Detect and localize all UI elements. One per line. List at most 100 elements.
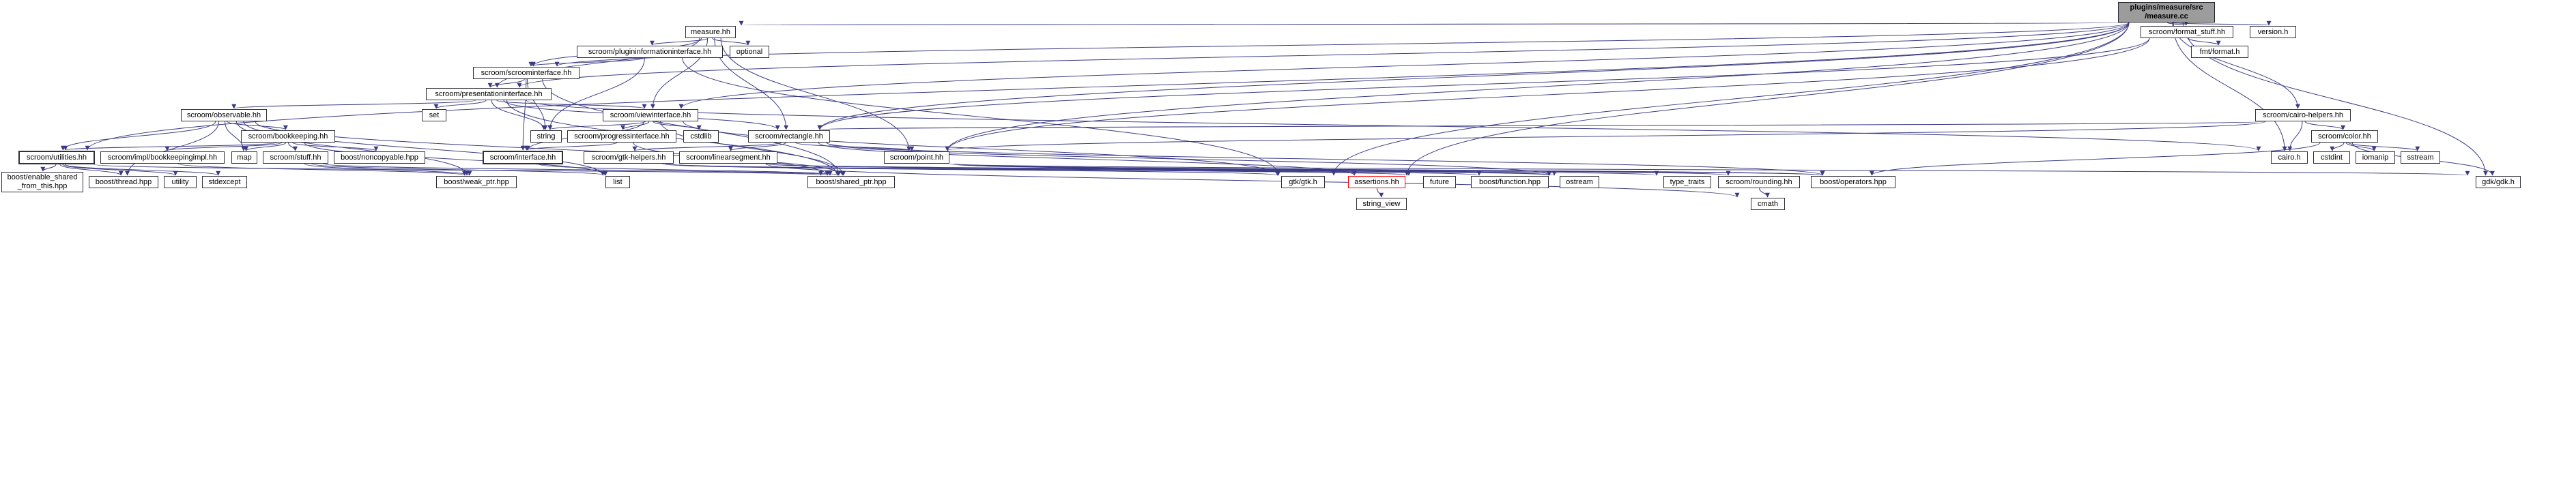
graph-node-bookkeeping[interactable]: scroom/bookkeeping.hh [241,130,335,143]
graph-node-noncopyable[interactable]: boost/noncopyable.hpp [334,151,425,164]
graph-node-set_node[interactable]: set [422,109,446,121]
include-edge-measure_cc-to-assertions [1404,22,2130,176]
graph-node-cairo_h[interactable]: cairo.h [2271,151,2308,164]
graph-node-rounding[interactable]: scroom/rounding.hh [1718,176,1800,188]
graph-node-cstdint_node[interactable]: cstdint [2313,151,2350,164]
graph-node-label: boost/weak_ptr.hpp [444,177,509,186]
graph-node-label: boost/noncopyable.hpp [341,153,418,162]
graph-node-measure_hh[interactable]: measure.hh [685,26,736,38]
include-edge-rectangle-to-gtk_helpers [632,142,782,151]
graph-node-string_view[interactable]: string_view [1356,198,1407,210]
graph-node-ostream_node[interactable]: ostream [1560,176,1599,188]
graph-node-utility_node[interactable]: utility [164,176,197,188]
include-edge-rectangle-to-linearsegment [728,142,787,151]
graph-node-label: map [237,153,252,162]
graph-node-label: scroom/plugininformationinterface.hh [588,47,712,56]
include-edge-cairo_helpers-to-point [945,121,2266,151]
graph-node-presentationinterface[interactable]: scroom/presentationinterface.hh [426,88,552,100]
graph-node-enable_shared[interactable]: boost/enable_shared _from_this.hpp [1,172,83,192]
graph-node-assertions[interactable]: assertions.hh [1348,176,1405,188]
graph-node-bookkeepingimpl[interactable]: scroom/impl/bookkeepingimpl.hh [100,151,225,164]
graph-node-gdk_gdk[interactable]: gdk/gdk.h [2476,176,2521,188]
graph-node-observable[interactable]: scroom/observable.hh [181,109,267,121]
graph-node-label: cmath [1758,199,1778,208]
graph-node-label: scroom/gtk-helpers.hh [591,153,666,162]
graph-node-label: gtk/gtk.h [1289,177,1317,186]
graph-node-label: scroom/color.hh [2318,132,2371,140]
graph-node-label: scroom/stuff.hh [270,153,321,162]
graph-node-label: ostream [1566,177,1593,186]
graph-node-operators[interactable]: boost/operators.hpp [1811,176,1895,188]
include-edge-bookkeeping-to-bookkeepingimpl [164,142,283,151]
graph-node-label: boost/shared_ptr.hpp [816,177,887,186]
graph-node-list_node[interactable]: list [605,176,630,188]
graph-node-stdexcept_node[interactable]: stdexcept [202,176,247,188]
graph-node-interface[interactable]: scroom/interface.hh [483,151,563,164]
graph-node-iomanip_node[interactable]: iomanip [2356,151,2395,164]
graph-node-label: scroom/scroominterface.hh [481,68,572,77]
graph-node-map_node[interactable]: map [231,151,257,164]
graph-node-fmt_format[interactable]: fmt/format.h [2191,46,2248,58]
graph-node-point[interactable]: scroom/point.hh [884,151,949,164]
graph-node-cmath_node[interactable]: cmath [1751,198,1785,210]
graph-node-function[interactable]: boost/function.hpp [1471,176,1549,188]
include-edge-assertions-to-string_view [1376,188,1384,198]
include-edge-format_stuff-to-point [945,38,2150,151]
graph-node-gtk_helpers[interactable]: scroom/gtk-helpers.hh [584,151,674,164]
include-edge-measure_cc-to-presentationinterface [517,22,2130,88]
include-edge-stuff-to-list_node [311,163,608,176]
graph-node-label: scroom/rectangle.hh [755,132,823,140]
graph-node-color[interactable]: scroom/color.hh [2311,130,2378,143]
graph-node-viewinterface[interactable]: scroom/viewinterface.hh [603,109,698,121]
graph-node-sstream_node[interactable]: sstream [2401,151,2440,164]
include-edge-format_stuff-to-rectangle [817,38,2150,130]
graph-node-stuff[interactable]: scroom/stuff.hh [263,151,328,164]
graph-node-label: boost/operators.hpp [1820,177,1887,186]
include-edge-presentationinterface-to-observable [231,100,476,109]
include-edge-viewinterface-to-cstdlib_node [653,121,702,130]
graph-node-cairo_helpers[interactable]: scroom/cairo-helpers.hh [2255,109,2351,121]
graph-node-progressinterface[interactable]: scroom/progressinterface.hh [567,130,676,143]
graph-node-label: iomanip [2362,153,2389,162]
include-edge-utilities-to-enable_shared [40,164,57,172]
graph-node-rectangle[interactable]: scroom/rectangle.hh [748,130,830,143]
graph-node-linearsegment[interactable]: scroom/linearsegment.hh [679,151,777,164]
graph-node-future_node[interactable]: future [1423,176,1456,188]
graph-node-label: string [536,132,556,140]
include-edge-scroominterface-to-string_node [526,78,548,130]
include-edge-measure_hh-to-optional [712,38,751,46]
graph-node-version_h[interactable]: version.h [2250,26,2296,38]
include-edge-bookkeeping-to-utilities [63,142,277,151]
include-edge-measure_cc-to-viewinterface [678,22,2130,109]
graph-node-scroominterface[interactable]: scroom/scroominterface.hh [473,67,579,79]
graph-node-plugininfo[interactable]: scroom/plugininformationinterface.hh [577,46,723,58]
graph-node-measure_cc[interactable]: plugins/measure/src /measure.cc [2118,2,2215,23]
graph-node-gtk_gtk[interactable]: gtk/gtk.h [1281,176,1325,188]
include-edge-color-to-cstdint_node [2330,142,2345,151]
graph-node-label: scroom/linearsegment.hh [686,153,771,162]
graph-node-label: cairo.h [2278,153,2301,162]
graph-node-label: plugins/measure/src /measure.cc [2130,3,2203,20]
include-edge-presentationinterface-to-set_node [433,100,487,109]
graph-node-thread[interactable]: boost/thread.hpp [89,176,158,188]
include-edge-interface-to-shared_ptr [539,164,841,176]
graph-node-label: scroom/impl/bookkeepingimpl.hh [107,153,218,162]
graph-node-utilities[interactable]: scroom/utilities.hh [18,151,95,164]
include-edge-utilities-to-stdexcept_node [64,164,220,176]
include-edge-measure_cc-to-rectangle [817,22,2130,130]
graph-node-string_node[interactable]: string [530,130,562,143]
include-edge-color-to-operators [1870,142,2321,176]
graph-node-type_traits[interactable]: type_traits [1663,176,1711,188]
include-edge-plugininfo-to-string_node [547,57,645,130]
graph-node-label: stdexcept [208,177,241,186]
include-edge-measure_cc-to-gtk_gtk [1331,22,2130,176]
include-edge-observable-to-map_node [225,121,246,151]
graph-node-optional[interactable]: optional [730,46,769,58]
graph-node-cstdlib_node[interactable]: cstdlib [683,130,719,143]
graph-node-format_stuff[interactable]: scroom/format_stuff.hh [2141,26,2233,38]
include-edge-format_stuff-to-fmt_format [2188,38,2221,46]
graph-node-label: cstdint [2321,153,2343,162]
graph-node-shared_ptr[interactable]: boost/shared_ptr.hpp [807,176,895,188]
graph-node-weak_ptr[interactable]: boost/weak_ptr.hpp [436,176,517,188]
include-edge-utilities-to-shared_ptr [94,164,823,176]
